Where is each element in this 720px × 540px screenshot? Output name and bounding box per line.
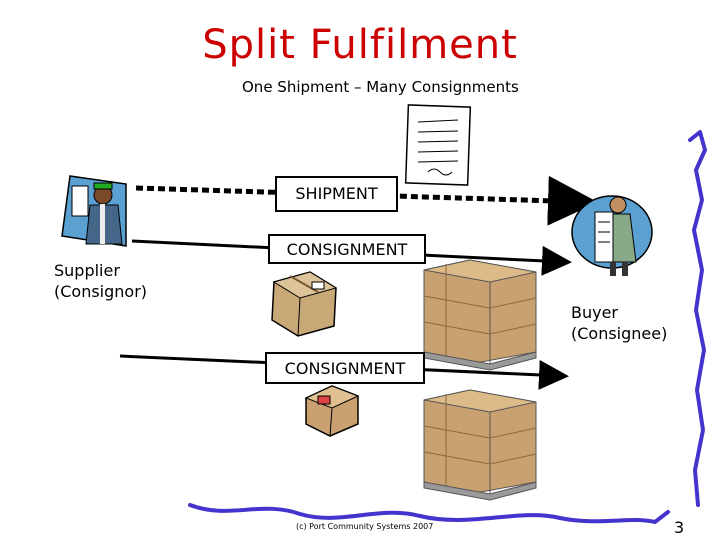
- page-number: 3: [674, 518, 685, 537]
- parcel-icon: [271, 271, 338, 337]
- buyer-person-icon: [571, 195, 653, 276]
- consignment-label-box-2: CONSIGNMENT: [265, 352, 425, 384]
- consignment-label-2: CONSIGNMENT: [284, 359, 406, 378]
- supplier-worker-icon: [61, 175, 127, 247]
- page-subtitle: One Shipment – Many Consignments: [242, 78, 519, 96]
- document-icon: [404, 104, 472, 186]
- copyright-footer: (c) Port Community Systems 2007: [296, 522, 434, 531]
- shipment-label-box: SHIPMENT: [275, 176, 398, 212]
- consignment-label-box-1: CONSIGNMENT: [268, 234, 426, 264]
- buyer-label: Buyer (Consignee): [571, 302, 667, 344]
- pallet-boxes-icon: [423, 259, 537, 371]
- supplier-label: Supplier (Consignor): [54, 260, 147, 302]
- shipment-label: SHIPMENT: [295, 184, 378, 203]
- buyer-label-line2: (Consignee): [571, 324, 668, 343]
- supplier-label-line1: Supplier: [54, 261, 120, 280]
- decoration-right-squiggle: [688, 130, 707, 507]
- pallet-boxes-icon: [423, 389, 537, 501]
- supplier-label-line2: (Consignor): [54, 282, 148, 301]
- consignment-label-1: CONSIGNMENT: [286, 240, 408, 259]
- page-title: Split Fulfilment: [202, 22, 518, 68]
- small-box-icon: [304, 385, 360, 437]
- buyer-label-line1: Buyer: [571, 303, 619, 322]
- decoration-bottom-squiggle: [188, 503, 670, 525]
